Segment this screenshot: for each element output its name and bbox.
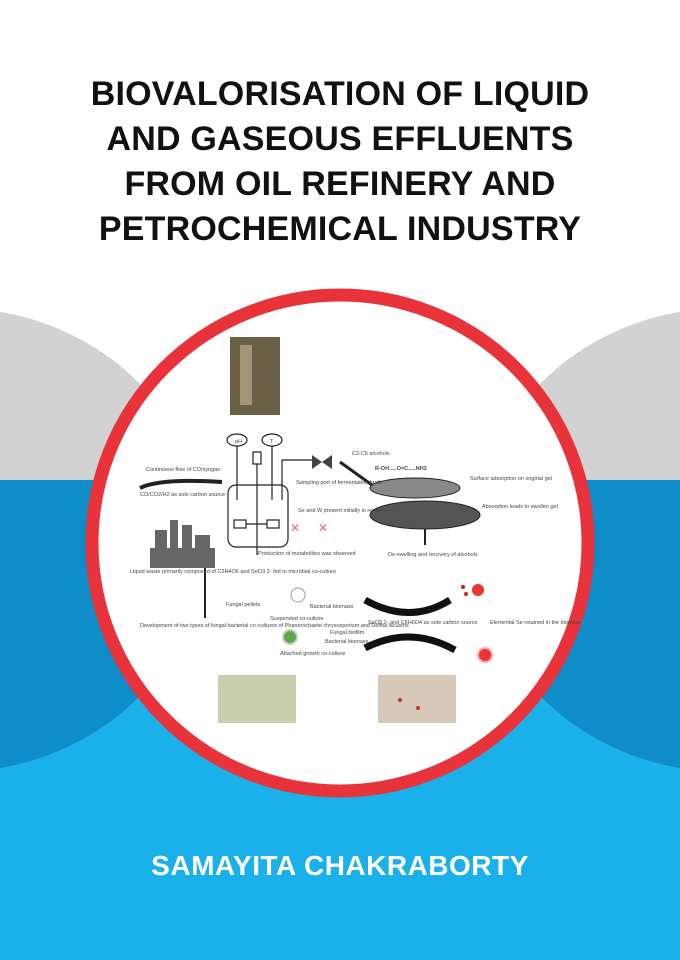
book-title: BIOVALORISATION OF LIQUID AND GASEOUS EF… <box>0 72 680 252</box>
bioreactor-drawing <box>139 433 373 618</box>
title-line: FROM OIL REFINERY AND <box>124 165 556 203</box>
label: Bacterial biomass <box>325 639 369 645</box>
cross-mark: ✕ <box>318 521 328 535</box>
label: R-OH.....O=C.....NH2 <box>375 466 427 472</box>
title-line: PETROCHEMICAL INDUSTRY <box>98 210 582 248</box>
red-spot <box>398 698 402 702</box>
label: Liquid waste primarily composed of C2H4O… <box>130 569 336 575</box>
label: Fungal pellets <box>226 602 260 608</box>
red-dot <box>461 585 465 589</box>
label: Attached growth co-culture <box>280 651 345 657</box>
label: Continuous flow of CO/syngas <box>146 467 220 473</box>
author-name: SAMAYITA CHAKRABORTY <box>151 850 529 881</box>
label: Development of two types of fungal-bacte… <box>140 623 409 629</box>
curved-arrow <box>363 596 452 616</box>
swollen-gel <box>369 500 481 530</box>
fungal-pellet-circle <box>290 587 306 603</box>
label: SeO3 2- and C6H6O4 as sole carbon source <box>368 620 477 626</box>
fungal-biofilm-circle <box>282 629 298 645</box>
label: C2-C6 alcohols <box>352 451 390 457</box>
red-spot <box>416 706 420 710</box>
valve-icon <box>312 455 322 469</box>
label: Surface adsorption on original gel <box>470 476 552 482</box>
label: Bacterial biomass <box>310 604 354 610</box>
label: Production of metabolites was observed <box>258 551 356 557</box>
red-dot <box>472 584 484 596</box>
bioreactor-photo <box>230 337 280 415</box>
label: Elemental Se retained in the biomass <box>490 620 581 626</box>
label: Fungal biofilm <box>330 630 365 636</box>
valve-icon <box>322 455 332 469</box>
title-line: AND GASEOUS EFFLUENTS <box>106 120 574 158</box>
title-line: BIOVALORISATION OF LIQUID <box>90 75 590 113</box>
label: De-swelling and recovery of alcohols <box>388 552 478 558</box>
label: Absorption leads to swollen gel <box>482 504 558 510</box>
factory-icon <box>150 520 215 568</box>
fungal-culture-photo <box>218 675 296 723</box>
red-ring-circle <box>85 288 595 798</box>
original-gel <box>369 477 461 499</box>
curved-arrow <box>363 633 457 654</box>
label: Suspended co-culture <box>270 616 324 622</box>
label: Se and W present initially in reactor <box>298 508 385 514</box>
cross-mark: ✕ <box>290 521 300 535</box>
label: Sampling port of fermentation broth <box>296 480 382 486</box>
red-dot <box>464 592 468 596</box>
label: pH <box>235 439 242 445</box>
selenium-culture-photo <box>378 675 456 723</box>
photo-detail <box>240 345 252 405</box>
red-dot <box>477 647 493 663</box>
label: T <box>270 439 274 445</box>
label: CO/CO2/H2 as sole carbon source <box>140 492 225 498</box>
